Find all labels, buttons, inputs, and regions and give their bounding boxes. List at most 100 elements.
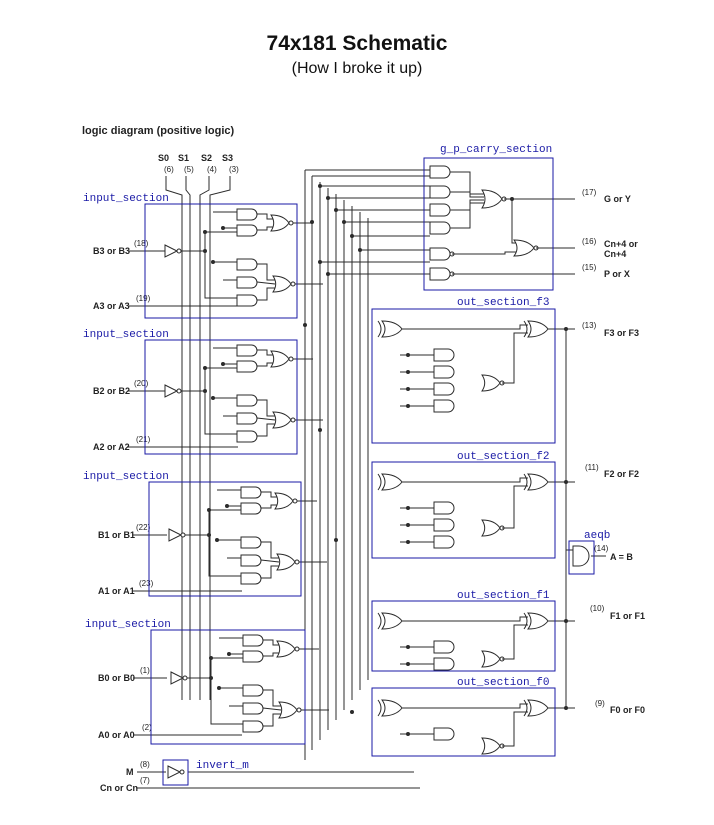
page-title: 74x181 Schematic — [266, 32, 448, 55]
and-gate — [236, 208, 258, 221]
junction-dot — [303, 323, 307, 327]
and-gate — [433, 518, 455, 532]
or-gate — [381, 320, 403, 338]
and-gate — [433, 657, 455, 671]
junction-dot — [326, 272, 330, 276]
junction-dot — [564, 480, 568, 484]
wire — [256, 417, 276, 421]
junction-dot — [227, 652, 231, 656]
or-gate — [527, 473, 549, 491]
input-section-3-box — [144, 203, 298, 319]
inversion-bubble — [292, 498, 298, 504]
wire — [502, 711, 528, 747]
output-pin-f0: F0 or F0 — [610, 705, 645, 715]
inversion-bubble — [179, 769, 185, 775]
output-pin-g: G or Y — [604, 194, 631, 204]
wire — [504, 198, 516, 244]
input-pin-a3: A3 or A3 — [93, 301, 130, 311]
invert-m-box — [162, 759, 189, 786]
wire — [450, 171, 484, 195]
buffer-gate — [170, 671, 185, 685]
junction-dot — [211, 260, 215, 264]
junction-dot — [564, 706, 568, 710]
buffer-gate — [164, 244, 179, 258]
wire — [262, 707, 282, 711]
output-pin-f2-num: (11) — [585, 463, 599, 472]
junction-dot — [318, 428, 322, 432]
output-pin-cn4-num: (16) — [582, 237, 597, 246]
wire — [263, 713, 281, 727]
inversion-bubble — [176, 248, 182, 254]
inversion-bubble — [180, 532, 186, 538]
wire — [452, 251, 516, 255]
or-gate — [481, 374, 501, 392]
select-pin-s3: S3 — [222, 153, 233, 163]
junction-dot — [211, 396, 215, 400]
wire — [257, 213, 273, 220]
buffer-gate — [167, 765, 182, 779]
and-gate — [236, 360, 258, 373]
junction-dot — [406, 645, 410, 649]
junction-dot — [406, 662, 410, 666]
or-gate — [270, 350, 290, 368]
input-pin-m: M — [126, 767, 134, 777]
junction-dot — [358, 248, 362, 252]
wire — [257, 226, 273, 231]
and-gate — [429, 185, 451, 199]
select-pin-s2-num: (4) — [207, 165, 217, 174]
out-section-f2-label: out_section_f2 — [457, 451, 549, 463]
and-gate — [433, 399, 455, 413]
input-pin-b1-num: (22) — [136, 523, 151, 532]
and-gate — [242, 634, 264, 647]
or-gate — [481, 189, 503, 209]
and-gate — [429, 221, 451, 235]
junction-dot — [203, 249, 207, 253]
or-gate — [513, 239, 535, 257]
input-section-2-box — [144, 339, 298, 455]
wire — [450, 191, 484, 198]
diagram-header: logic diagram (positive logic) — [82, 125, 235, 137]
page-subtitle: (How I broke it up) — [291, 60, 423, 77]
wire — [261, 491, 277, 498]
and-gate — [236, 276, 258, 289]
wire — [210, 678, 243, 725]
out-section-f1-box — [371, 600, 556, 672]
input-pin-b3: B3 or B3 — [93, 246, 130, 256]
output-pin-f1: F1 or F1 — [610, 611, 645, 621]
and-gate — [242, 720, 264, 733]
junction-dot — [334, 208, 338, 212]
wire — [257, 399, 275, 417]
or-gate — [270, 214, 290, 232]
wire — [402, 477, 528, 483]
input-pin-a3-num: (19) — [136, 294, 151, 303]
or-gate — [481, 737, 501, 755]
and-gate — [433, 640, 455, 654]
xor-arc — [377, 473, 382, 491]
section-labels: input_section input_section input_sectio… — [83, 144, 610, 772]
and-gate — [433, 348, 455, 362]
output-pin-f2: F2 or F2 — [604, 469, 639, 479]
output-pin-labels: (17) G or Y (16) Cn+4 or Cn+4 (15) P or … — [582, 188, 645, 715]
or-gate — [272, 411, 292, 429]
junction-dot — [406, 353, 410, 357]
and-gate — [433, 535, 455, 549]
wire — [256, 281, 276, 285]
input-pin-b3-num: (18) — [134, 239, 149, 248]
and-gate — [240, 486, 262, 499]
input-pin-cn-num: (7) — [140, 776, 150, 785]
inversion-bubble — [294, 559, 300, 565]
junction-dot — [350, 234, 354, 238]
and-gate — [572, 545, 590, 567]
or-gate — [272, 275, 292, 293]
input-pin-a1: A1 or A1 — [98, 586, 135, 596]
xor-arc — [377, 320, 382, 338]
or-gate — [278, 701, 298, 719]
junction-dot — [406, 523, 410, 527]
wire — [257, 263, 275, 281]
wire — [402, 324, 528, 330]
and-gate — [433, 382, 455, 396]
output-pin-g-num: (17) — [582, 188, 597, 197]
xor-arc — [523, 320, 528, 338]
gp-carry-section-label: g_p_carry_section — [440, 144, 552, 156]
or-gate — [527, 320, 549, 338]
